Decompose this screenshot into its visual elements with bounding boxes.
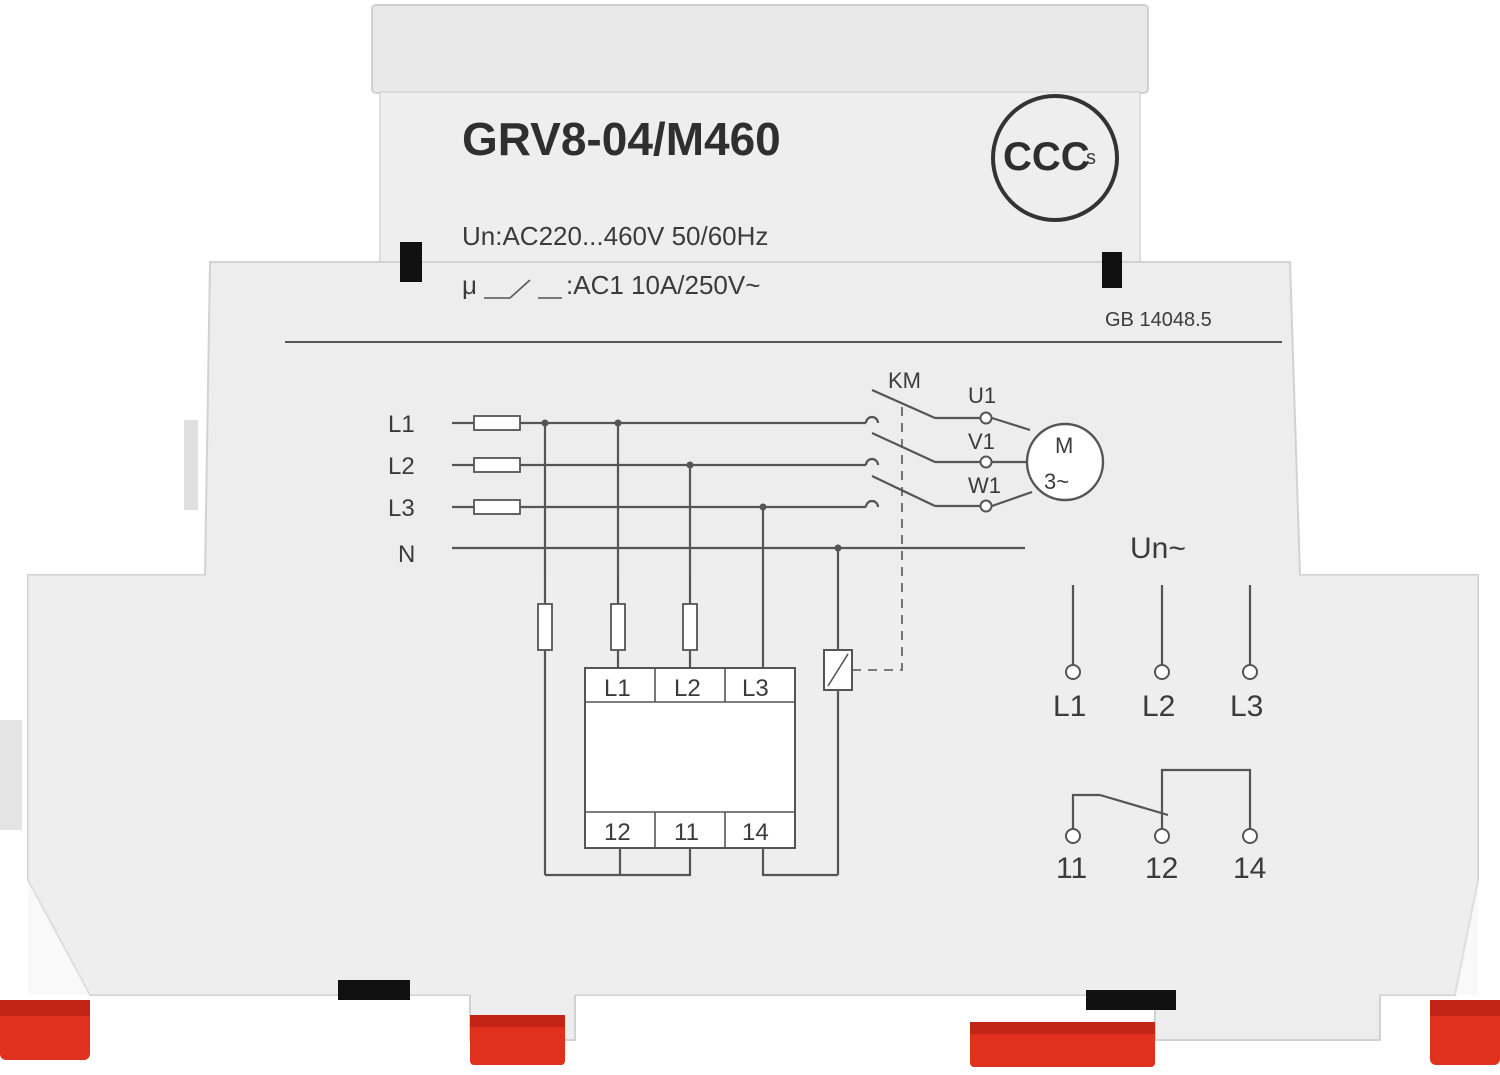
fuse-icon xyxy=(682,603,698,651)
line-label-l2: L2 xyxy=(388,453,415,480)
din-clip-right xyxy=(1430,1000,1500,1065)
monitor-module: L1 L2 L3 12 11 14 xyxy=(584,667,796,849)
module-input-l1: L1 xyxy=(604,675,631,702)
motor-label: M xyxy=(1055,433,1073,458)
motor-terminal-w1: W1 xyxy=(968,473,1001,498)
module-input-l2: L2 xyxy=(674,675,701,702)
wiring-diagram: L1 L2 L3 N xyxy=(388,368,1105,877)
supply-label: Un~ xyxy=(1130,532,1186,565)
motor-terminal-u1: U1 xyxy=(968,383,996,408)
cert-mark: CCC xyxy=(1003,135,1090,179)
contact-terminal-12: 12 xyxy=(1145,852,1178,885)
contact-spec: :AC1 10A/250V~ xyxy=(566,270,760,300)
din-clip-left xyxy=(0,1000,90,1060)
cert-suffix: s xyxy=(1086,147,1096,169)
module-output-14: 14 xyxy=(742,819,769,846)
fuse-icon xyxy=(473,415,521,431)
din-clip-mid xyxy=(470,1015,565,1065)
line-label-l1: L1 xyxy=(388,411,415,438)
din-clip-right-inner xyxy=(970,1022,1155,1067)
supply-spec: Un:AC220...460V 50/60Hz xyxy=(462,221,768,251)
fuse-icon xyxy=(610,603,626,651)
contact-prefix: μ xyxy=(462,270,477,300)
motor-terminal-v1: V1 xyxy=(968,429,995,454)
supply-terminals: Un~ L1 L2 L3 xyxy=(1053,532,1263,723)
motor-phase: 3~ xyxy=(1044,469,1069,494)
contactor-label: KM xyxy=(888,368,921,393)
line-label-n: N xyxy=(398,541,415,568)
contact-terminals: 11 12 14 xyxy=(1056,768,1266,885)
motor-icon: M 3~ xyxy=(1025,422,1105,502)
housing xyxy=(0,4,1500,1067)
contactor-contacts-icon xyxy=(864,388,980,508)
model-title: GRV8-04/M460 xyxy=(462,113,781,165)
contact-spec-row: μ :AC1 10A/250V~ xyxy=(462,270,760,300)
contact-switch-icon xyxy=(484,279,562,299)
module-input-l3: L3 xyxy=(742,675,769,702)
contact-terminal-14: 14 xyxy=(1233,852,1266,885)
fuse-icon xyxy=(473,499,521,515)
module-output-11: 11 xyxy=(674,819,699,846)
fuse-icon xyxy=(473,457,521,473)
module-output-12: 12 xyxy=(604,819,631,846)
supply-terminal-l1: L1 xyxy=(1053,690,1086,723)
fuse-icon xyxy=(537,603,553,651)
contact-terminal-11: 11 xyxy=(1056,852,1087,885)
line-label-l3: L3 xyxy=(388,495,415,522)
standard-label: GB 14048.5 xyxy=(1105,309,1212,331)
supply-terminal-l3: L3 xyxy=(1230,690,1263,723)
ccc-mark-icon: CCC s xyxy=(991,94,1119,222)
supply-terminal-l2: L2 xyxy=(1142,690,1175,723)
